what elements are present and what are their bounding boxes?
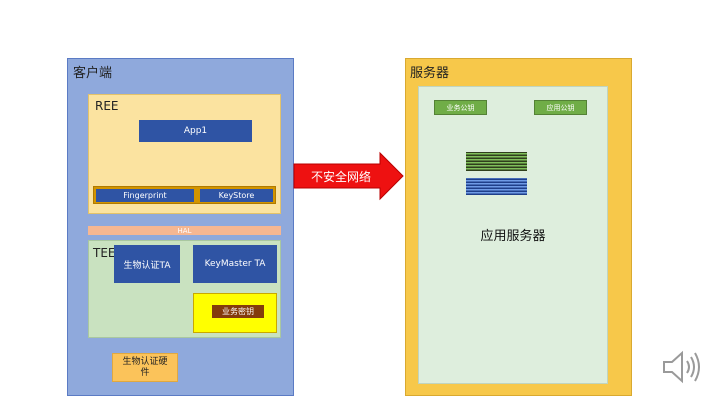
encrypted-green-block (466, 152, 527, 171)
biz-pubkey-label: 业务公钥 (446, 103, 475, 112)
biz-pubkey-box: 业务公钥 (434, 100, 487, 115)
bio-ta-box: 生物认证TA (114, 245, 180, 283)
keymaster-ta-label: KeyMaster TA (204, 259, 266, 269)
app-pubkey-label: 应用公钥 (546, 103, 575, 112)
network-label: 不安全网络 (310, 169, 371, 184)
app1-label: App1 (183, 126, 208, 136)
tee-title: TEE (93, 246, 116, 260)
bio-hw-label: 生物认证硬件 (122, 356, 168, 378)
hal-bar: HAL (88, 226, 281, 235)
app-server-label-wrap: 应用服务器 (440, 224, 586, 244)
keymaster-ta-box: KeyMaster TA (193, 245, 277, 283)
keystore-label: KeyStore (218, 191, 255, 200)
app-pubkey-box: 应用公钥 (534, 100, 587, 115)
hal-label: HAL (177, 226, 192, 235)
bio-hw-box: 生物认证硬件 (112, 353, 178, 382)
fingerprint-label: Fingerprint (123, 191, 167, 200)
network-label-wrap: 不安全网络 (298, 166, 384, 186)
encrypted-blue-block (466, 178, 527, 195)
app-server-label: 应用服务器 (480, 228, 546, 244)
biz-key-box: 业务密钥 (212, 305, 264, 318)
biz-key-label: 业务密钥 (222, 307, 254, 316)
ree-title: REE (95, 99, 119, 113)
bio-ta-label: 生物认证TA (123, 260, 171, 271)
keystore-box: KeyStore (200, 189, 273, 202)
app-server-panel (418, 86, 608, 384)
speaker-icon[interactable] (662, 350, 702, 384)
app1-box: App1 (139, 120, 252, 142)
network-arrow-shape (293, 151, 404, 201)
network-arrow (293, 151, 404, 201)
server-title: 服务器 (410, 66, 450, 81)
client-title: 客户端 (73, 66, 113, 81)
fingerprint-box: Fingerprint (96, 189, 194, 202)
